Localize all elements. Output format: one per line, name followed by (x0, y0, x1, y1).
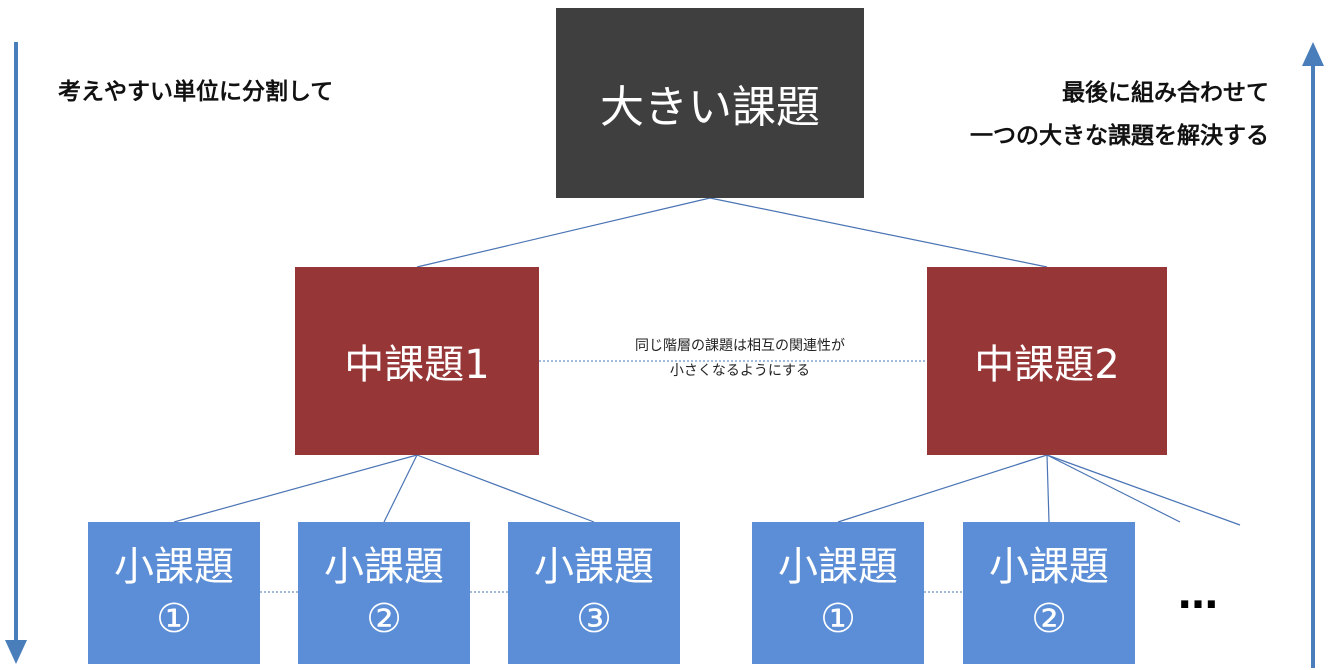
small-problem-title: 小課題 (114, 544, 234, 590)
connector-mid1-to-small3 (416, 454, 595, 523)
small-problem-number: ① (820, 596, 856, 642)
decompose-caption: 考えやすい単位に分割して (58, 79, 334, 105)
middle-problem-label: 中課題1 (344, 342, 490, 388)
peer-relation-note: 同じ階層の課題は相互の関連性が 小さくなるようにする (560, 334, 920, 384)
middle-problem-label: 中課題2 (974, 342, 1120, 388)
large-problem-label: 大きい課題 (600, 82, 820, 133)
connector-top-to-mid1 (416, 197, 711, 268)
connector-top-to-mid2 (709, 197, 1048, 268)
up-arrow-icon (1302, 42, 1324, 668)
connector-mid2-to-small4 (837, 454, 1048, 523)
small-problem-box-4: 小課題 ① (752, 522, 924, 664)
small-problem-number: ① (156, 596, 192, 642)
large-problem-box: 大きい課題 (556, 8, 864, 198)
small-problem-number: ② (366, 596, 402, 642)
small-problem-title: 小課題 (989, 544, 1109, 590)
middle-problem-box-1: 中課題1 (295, 267, 539, 455)
peer-relation-note-line1: 同じ階層の課題は相互の関連性が (635, 338, 845, 354)
small-problem-box-2: 小課題 ② (298, 522, 470, 664)
small-problem-number: ② (1031, 596, 1067, 642)
connector-mid2-to-more-1 (1046, 454, 1181, 523)
small-problem-number: ③ (576, 596, 612, 642)
peer-relation-note-line2: 小さくなるようにする (669, 363, 811, 379)
connector-mid1-to-small2 (383, 454, 418, 523)
combine-caption: 最後に組み合わせて 一つの大きな課題を解決する (970, 72, 1269, 158)
connector-mid1-to-small1 (173, 454, 418, 523)
more-ellipsis: … (1178, 572, 1222, 618)
middle-problem-box-2: 中課題2 (927, 267, 1167, 455)
down-arrow-icon (5, 42, 27, 664)
small-problem-title: 小課題 (324, 544, 444, 590)
small-problem-title: 小課題 (534, 544, 654, 590)
connector-mid2-to-small5 (1046, 454, 1050, 523)
combine-caption-line2: 一つの大きな課題を解決する (970, 123, 1269, 149)
small-problem-box-3: 小課題 ③ (508, 522, 680, 664)
small-problem-title: 小課題 (778, 544, 898, 590)
small-problem-box-1: 小課題 ① (88, 522, 260, 664)
connector-mid2-to-more-2 (1046, 454, 1241, 526)
small-problem-box-5: 小課題 ② (963, 522, 1135, 664)
combine-caption-line1: 最後に組み合わせて (1062, 80, 1269, 106)
